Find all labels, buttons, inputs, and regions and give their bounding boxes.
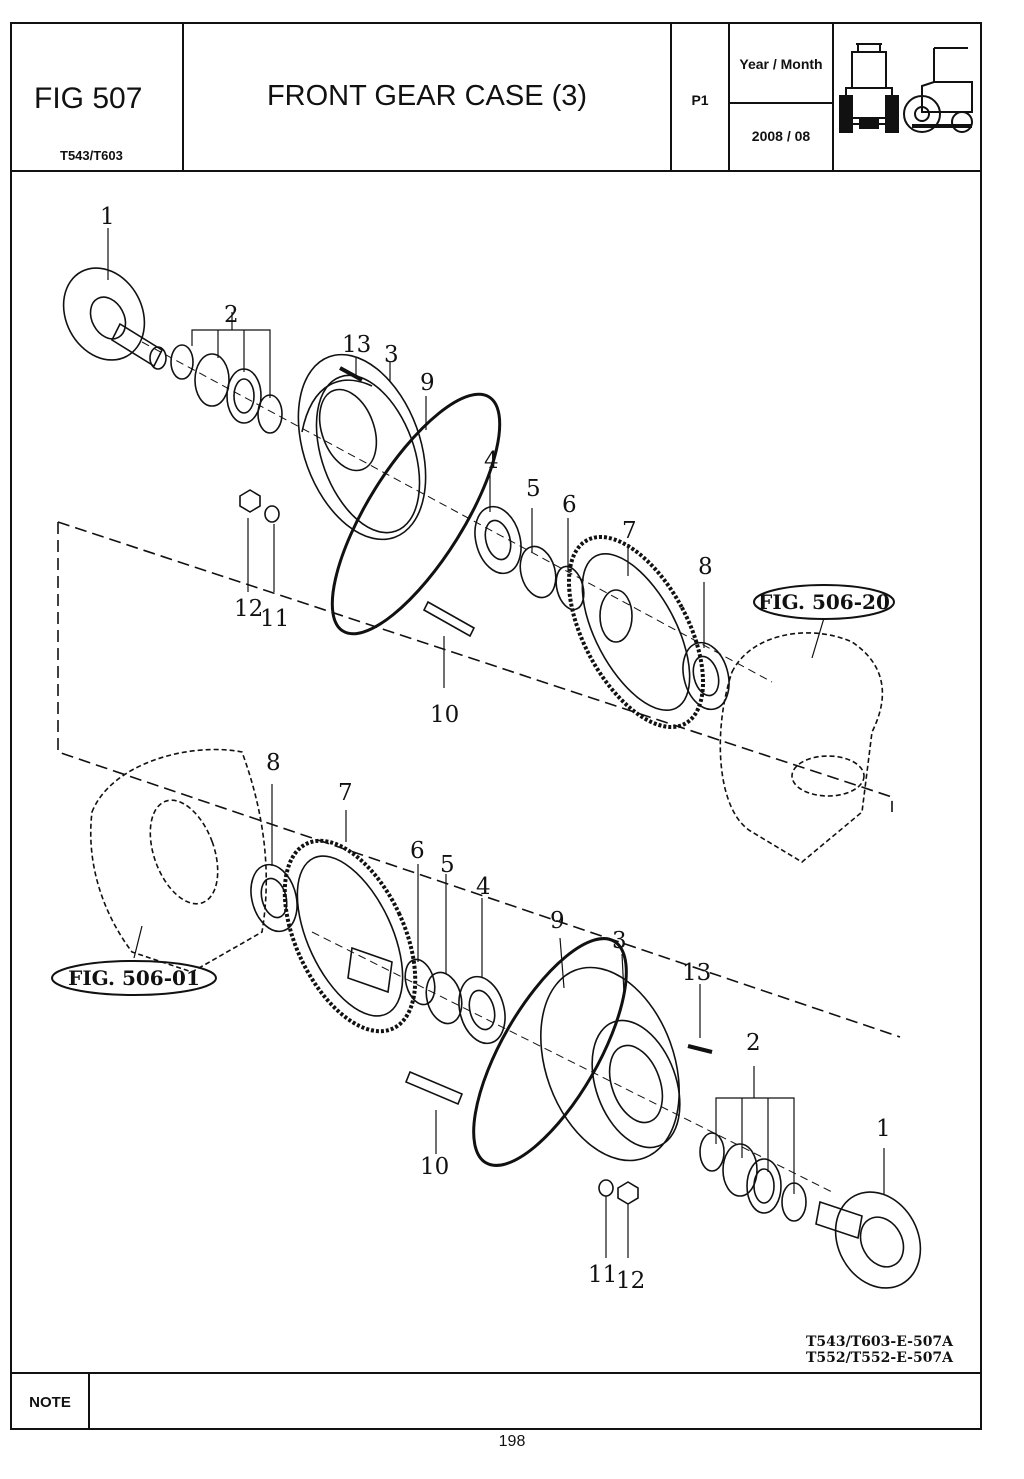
callout-lower-2: 2 [746, 1030, 761, 1056]
callout-upper-9: 9 [420, 370, 435, 396]
page-frame: FIG 507 T543/T603 FRONT GEAR CASE (3) P1… [10, 22, 982, 1430]
lower-bevel-gear [282, 838, 418, 1034]
fig-ref-lower-bubble [51, 960, 217, 996]
year-month-value: 2008 / 08 [751, 128, 811, 144]
callout-lower-4: 4 [476, 874, 491, 900]
callout-lower-7: 7 [338, 780, 353, 806]
upper-assembly-axis [141, 341, 773, 683]
upper-flange-shaft [62, 267, 167, 370]
fig-ref-upper-bubble [753, 584, 895, 620]
assembly-separator-line [57, 521, 901, 1038]
fig-ref-lower: FIG. 506-01 [68, 966, 200, 990]
upper-bearing [474, 505, 522, 575]
exploded-parts-diagram: 1 2 13 3 9 4 5 6 7 8 12 11 10 8 7 6 5 4 … [51, 204, 954, 1366]
upper-bevel-gear [566, 534, 706, 730]
upper-nut-washer [239, 489, 280, 523]
lower-bearing-8 [250, 863, 298, 933]
note-label-cell: NOTE [12, 1374, 90, 1430]
upper-gear-bearing [682, 641, 730, 711]
page-code: P1 [691, 92, 709, 108]
page-number: 198 [498, 1433, 526, 1450]
callout-upper-11: 11 [260, 606, 289, 632]
callout-lower-3: 3 [612, 928, 627, 954]
upper-stud-bolt [422, 600, 476, 638]
drawing-code-1: T543/T603-E-507A [806, 1334, 954, 1350]
lower-nut-washer [598, 1179, 639, 1205]
lower-bolt [687, 1044, 713, 1054]
tractor-icons [839, 43, 973, 133]
fig-cell: FIG 507 T543/T603 [12, 24, 184, 170]
upper-shims [519, 545, 585, 611]
page-cell: P1 [672, 24, 730, 170]
title-cell: FRONT GEAR CASE (3) [184, 24, 672, 170]
callout-upper-4: 4 [484, 448, 499, 474]
upper-bolt [339, 366, 363, 382]
lower-o-ring [472, 937, 628, 1167]
leader-lines [107, 228, 885, 1258]
lower-assembly-axis [311, 931, 833, 1193]
callout-lower-8: 8 [266, 750, 281, 776]
lower-stud-bolt [404, 1070, 464, 1106]
callout-lower-13: 13 [682, 960, 711, 986]
lower-housing-ghost [89, 748, 268, 973]
date-divider [730, 102, 832, 104]
callout-upper-1: 1 [100, 204, 115, 230]
callout-upper-12: 12 [234, 596, 263, 622]
callout-upper-7: 7 [622, 518, 637, 544]
page-title: FRONT GEAR CASE (3) [266, 80, 588, 112]
callout-lower-11: 11 [588, 1262, 617, 1288]
lower-gear-case [540, 966, 681, 1162]
fig-number: FIG 507 [34, 82, 143, 115]
lower-flange-shaft [815, 1191, 922, 1289]
upper-housing-ghost [719, 632, 884, 863]
upper-o-ring [330, 392, 502, 636]
tractor-side-icon [903, 47, 973, 133]
callout-upper-13: 13 [342, 332, 371, 358]
year-month-label: Year / Month [739, 56, 823, 72]
callout-upper-2: 2 [224, 302, 239, 328]
callout-lower-10: 10 [420, 1154, 449, 1180]
callout-upper-5: 5 [526, 476, 541, 502]
callout-lower-12: 12 [616, 1268, 645, 1294]
callout-lower-1: 1 [876, 1116, 891, 1142]
tractor-front-icon [839, 43, 899, 133]
note-label: NOTE [29, 1394, 71, 1411]
lower-seal-set [699, 1132, 807, 1222]
note-row: NOTE [12, 1372, 980, 1430]
callout-lower-9: 9 [550, 908, 565, 934]
callout-upper-10: 10 [430, 702, 459, 728]
callout-upper-8: 8 [698, 554, 713, 580]
callout-lower-5: 5 [440, 852, 455, 878]
upper-seal-set [170, 344, 283, 434]
header-block: FIG 507 T543/T603 FRONT GEAR CASE (3) P1… [12, 24, 980, 172]
callout-upper-3: 3 [384, 342, 399, 368]
date-cell: Year / Month 2008 / 08 [730, 24, 834, 170]
lower-shims [404, 958, 463, 1025]
model-label: T543/T603 [60, 148, 123, 163]
drawing-code-2: T552/T552-E-507A [806, 1350, 954, 1366]
icon-cell [834, 24, 980, 170]
fig-ref-upper: FIG. 506-20 [758, 590, 890, 614]
callout-lower-6: 6 [410, 838, 425, 864]
lower-bearing-4 [458, 975, 506, 1045]
callout-upper-6: 6 [562, 492, 577, 518]
